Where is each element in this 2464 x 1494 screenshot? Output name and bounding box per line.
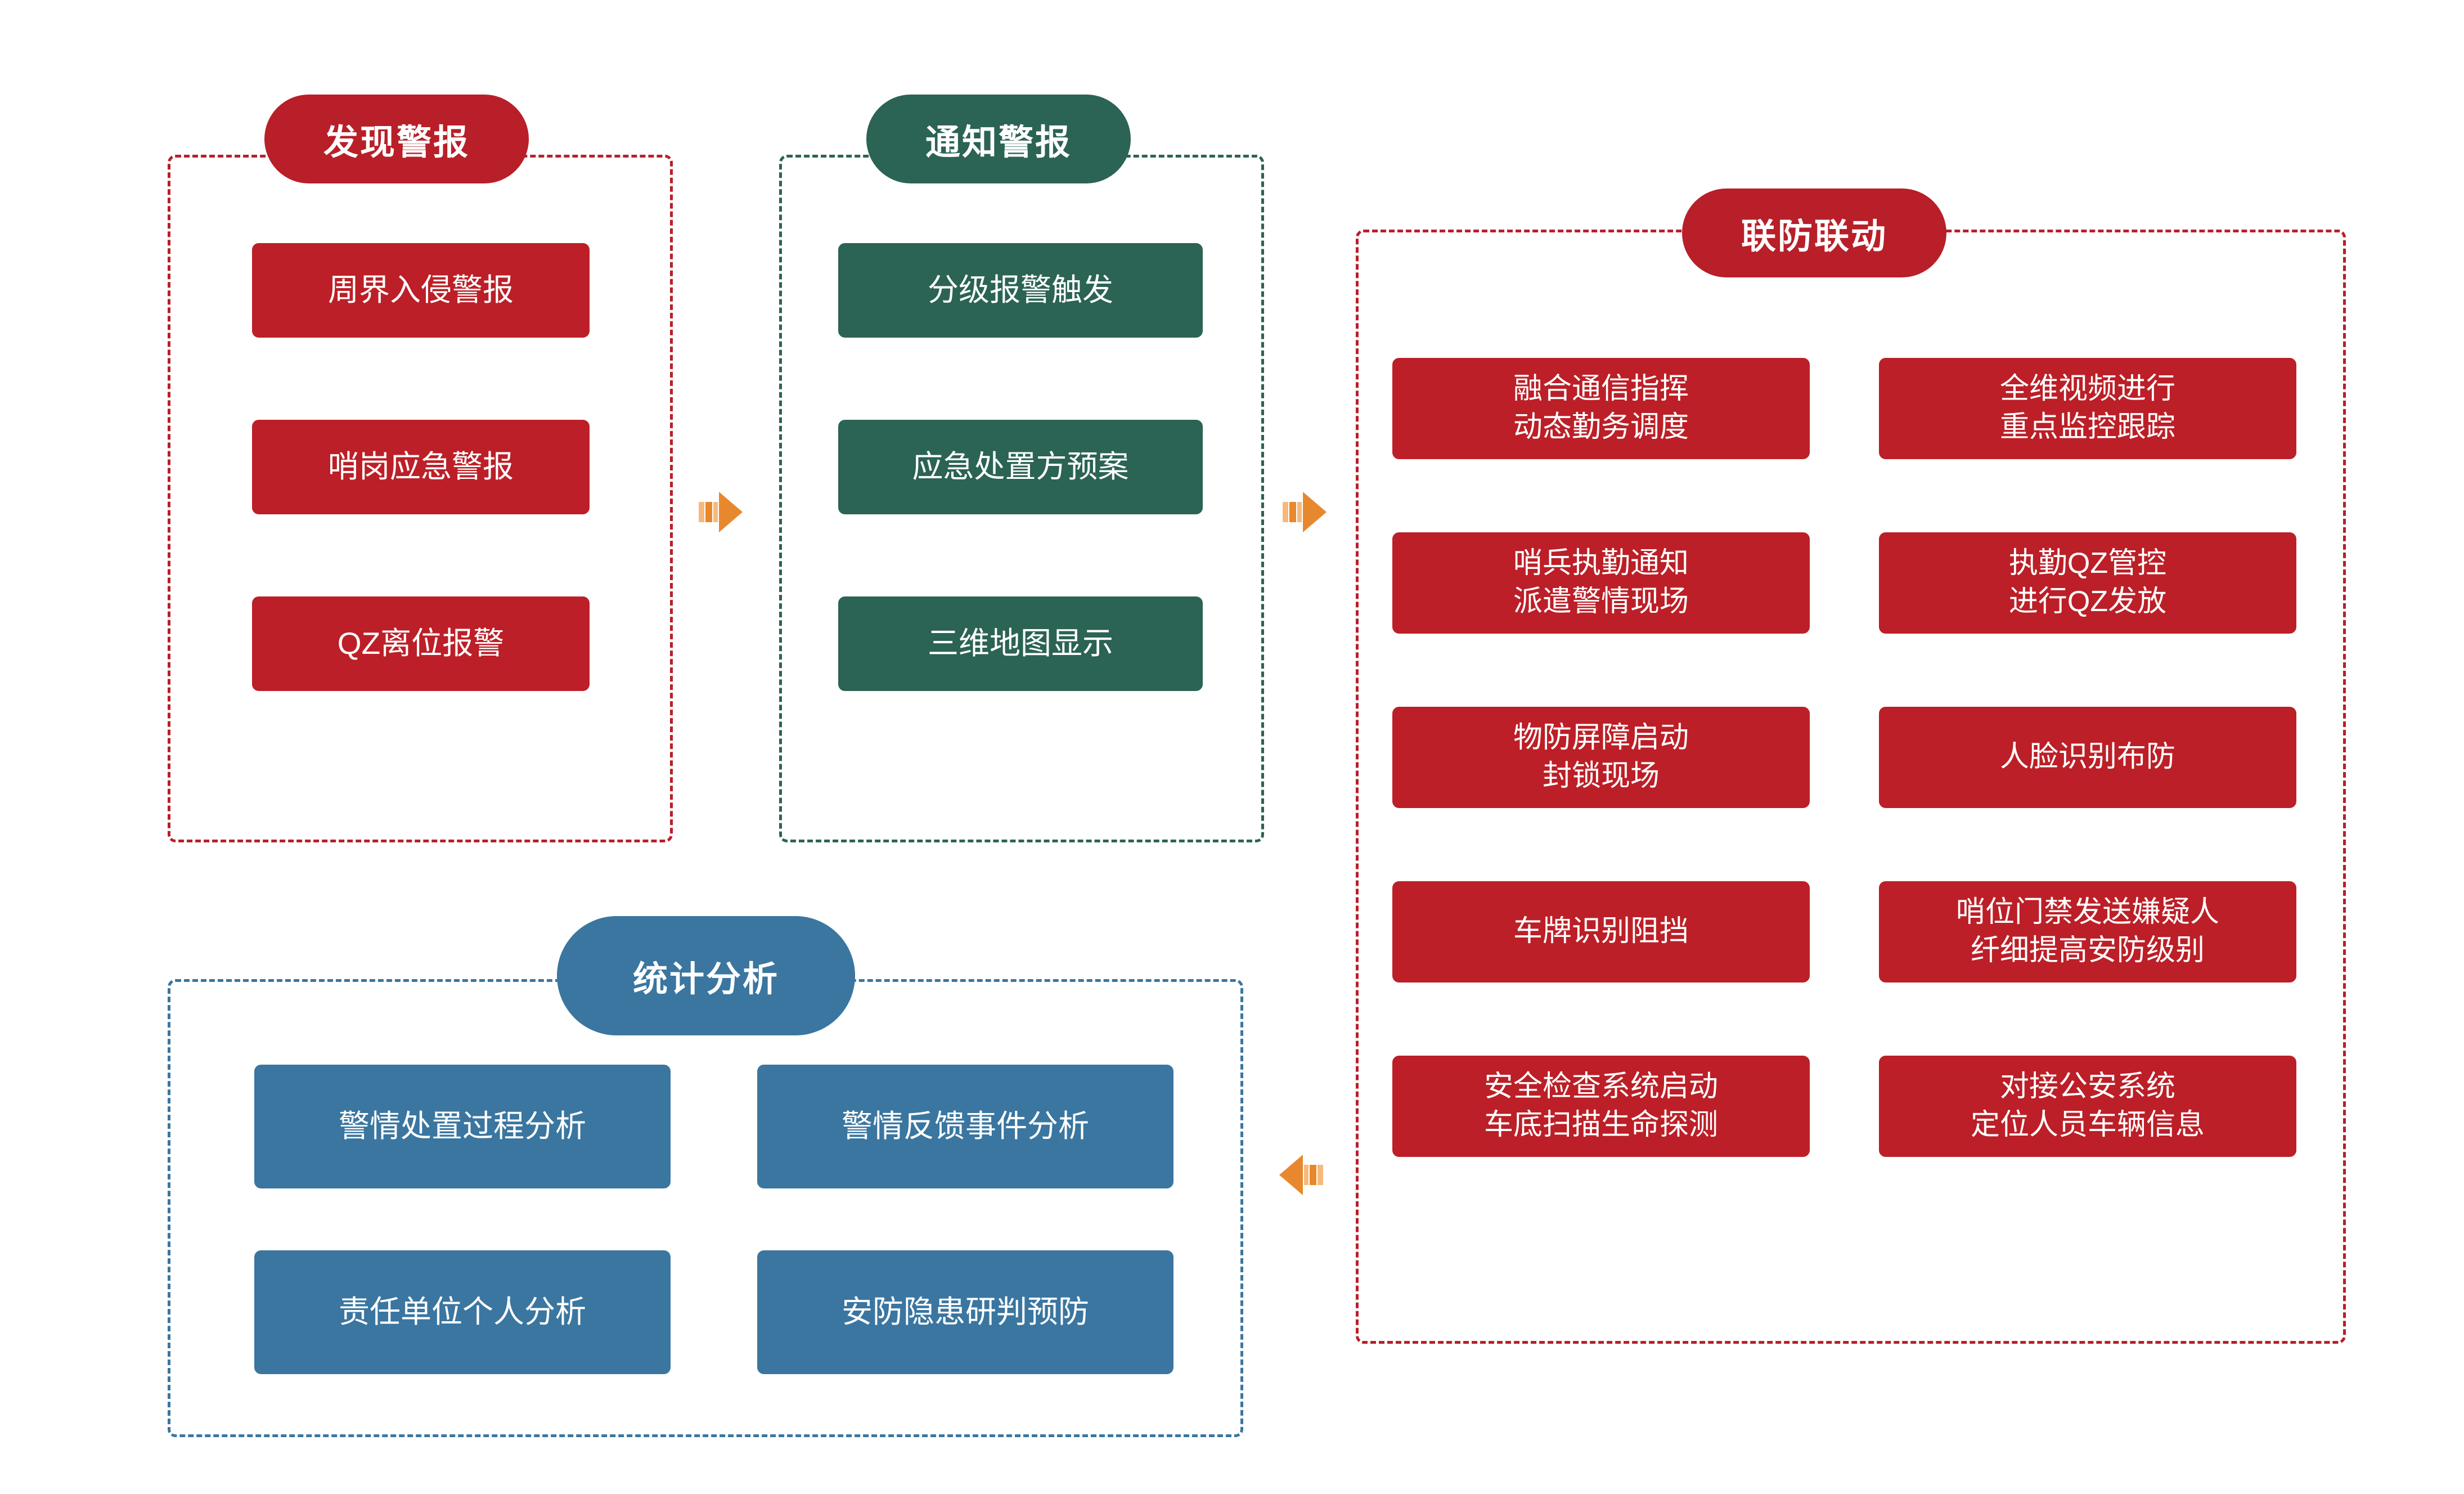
item-statistics-0[interactable]: 警情处置过程分析 [254, 1065, 671, 1188]
item-line-1: 哨兵执勤通知 [1513, 547, 1689, 580]
item-label: 应急处置方预案 [912, 449, 1129, 484]
item-text: 全维视频进行 重点监控跟踪 [2000, 370, 2175, 446]
item-label: 责任单位个人分析 [338, 1294, 586, 1330]
item-line-2: 进行QZ发放 [2008, 585, 2167, 618]
item-joint-defense-0[interactable]: 融合通信指挥 动态勤务调度 [1392, 358, 1810, 459]
item-line-1: 人脸识别布防 [1999, 741, 2175, 774]
item-line-2: 车底扫描生命探测 [1483, 1109, 1718, 1141]
item-line-2: 派遣警情现场 [1513, 585, 1689, 618]
item-notify-0[interactable]: 分级报警触发 [838, 243, 1203, 338]
item-statistics-2[interactable]: 责任单位个人分析 [254, 1250, 671, 1374]
item-text: 融合通信指挥 动态勤务调度 [1513, 370, 1689, 446]
group-title-notify-label: 通知警报 [925, 123, 1072, 162]
item-label: 警情反馈事件分析 [841, 1109, 1089, 1144]
item-line-2: 重点监控跟踪 [1999, 411, 2175, 443]
item-line-1: 安全检查系统启动 [1483, 1070, 1718, 1103]
item-discover-0[interactable]: 周界入侵警报 [252, 243, 590, 338]
item-text: 哨兵执勤通知 派遣警情现场 [1513, 545, 1689, 621]
item-line-1: 全维视频进行 [1999, 373, 2175, 406]
item-line-1: 哨位门禁发送嫌疑人 [1955, 896, 2219, 929]
item-line-1: 物防屏障启动 [1513, 721, 1689, 755]
item-line-1: 执勤QZ管控 [2008, 547, 2167, 580]
item-label: 安防隐患研判预防 [841, 1294, 1089, 1330]
item-line-1: 融合通信指挥 [1513, 373, 1689, 406]
item-joint-defense-8[interactable]: 安全检查系统启动 车底扫描生命探测 [1392, 1056, 1810, 1157]
group-title-statistics-label: 统计分析 [632, 960, 779, 999]
item-joint-defense-7[interactable]: 哨位门禁发送嫌疑人 纤细提高安防级别 [1879, 881, 2296, 982]
group-title-discover-label: 发现警报 [323, 123, 470, 162]
arrow-left-icon-joint-defense-to-statistics [1269, 1148, 1323, 1202]
item-joint-defense-1[interactable]: 全维视频进行 重点监控跟踪 [1879, 358, 2296, 459]
group-title-joint-defense: 联防联动 [1682, 189, 1946, 277]
arrow-right-icon-notify-to-joint-defense [1283, 485, 1337, 539]
arrow-right-icon-discover-to-notify [699, 485, 753, 539]
item-joint-defense-2[interactable]: 哨兵执勤通知 派遣警情现场 [1392, 532, 1810, 634]
item-label: 警情处置过程分析 [338, 1109, 586, 1144]
item-line-2: 纤细提高安防级别 [1970, 934, 2205, 967]
item-line-2: 封锁现场 [1542, 760, 1660, 792]
item-text: 执勤QZ管控 进行QZ发放 [2009, 545, 2166, 621]
item-joint-defense-6[interactable]: 车牌识别阻挡 [1392, 881, 1810, 982]
item-statistics-1[interactable]: 警情反馈事件分析 [757, 1065, 1173, 1188]
item-label: 分级报警触发 [927, 272, 1113, 308]
group-title-statistics: 统计分析 [557, 916, 855, 1035]
group-title-notify: 通知警报 [866, 95, 1131, 183]
item-statistics-3[interactable]: 安防隐患研判预防 [757, 1250, 1173, 1374]
item-text: 哨位门禁发送嫌疑人 纤细提高安防级别 [1956, 894, 2219, 970]
item-line-2: 动态勤务调度 [1513, 411, 1689, 443]
item-joint-defense-3[interactable]: 执勤QZ管控 进行QZ发放 [1879, 532, 2296, 634]
item-label: 哨岗应急警报 [327, 449, 514, 484]
item-joint-defense-9[interactable]: 对接公安系统 定位人员车辆信息 [1879, 1056, 2296, 1157]
item-label: 三维地图显示 [927, 626, 1113, 661]
item-notify-1[interactable]: 应急处置方预案 [838, 420, 1203, 514]
item-line-2: 定位人员车辆信息 [1970, 1109, 2205, 1141]
item-text: 对接公安系统 定位人员车辆信息 [1971, 1068, 2205, 1144]
item-discover-2[interactable]: QZ离位报警 [252, 596, 590, 691]
item-text: 物防屏障启动 封锁现场 [1513, 719, 1689, 795]
item-text: 车牌识别阻挡 [1513, 913, 1689, 951]
item-line-1: 对接公安系统 [1999, 1070, 2175, 1103]
item-line-1: 车牌识别阻挡 [1513, 915, 1689, 948]
item-joint-defense-4[interactable]: 物防屏障启动 封锁现场 [1392, 707, 1810, 808]
item-notify-2[interactable]: 三维地图显示 [838, 596, 1203, 691]
item-text: 人脸识别布防 [2000, 738, 2175, 777]
item-label: 周界入侵警报 [327, 272, 514, 308]
item-text: 安全检查系统启动 车底扫描生命探测 [1484, 1068, 1718, 1144]
group-title-discover: 发现警报 [264, 95, 529, 183]
item-joint-defense-5[interactable]: 人脸识别布防 [1879, 707, 2296, 808]
group-title-joint-defense-label: 联防联动 [1741, 217, 1887, 256]
item-discover-1[interactable]: 哨岗应急警报 [252, 420, 590, 514]
item-label: QZ离位报警 [337, 626, 505, 661]
